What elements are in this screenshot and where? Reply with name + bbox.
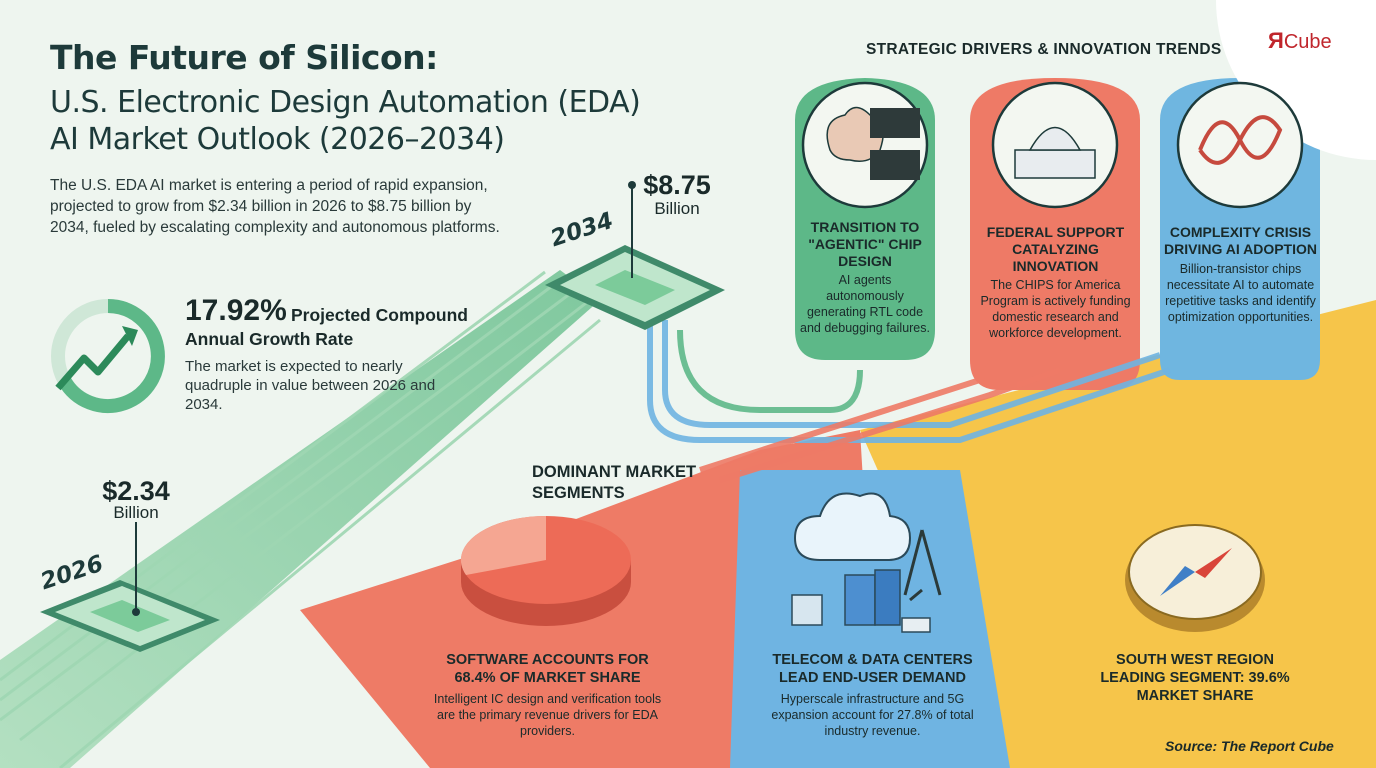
start-unit: Billion: [113, 503, 159, 522]
end-value: $8.75: [643, 170, 711, 200]
cagr-value: 17.92%: [185, 294, 287, 327]
cagr-description: The market is expected to nearly quadrup…: [185, 358, 436, 413]
segment-3-title: SOUTH WEST REGION LEADING SEGMENT: 39.6%…: [1100, 652, 1290, 704]
page-subtitle: U.S. Electronic Design Automation (EDA) …: [50, 85, 641, 157]
cagr-ring: [57, 299, 165, 413]
driver-3-description: Billion-transistor chips necessitate AI …: [1165, 262, 1316, 324]
chip-2026-icon: [40, 522, 220, 652]
growth-arrow-icon: [55, 333, 131, 391]
cagr-label-b: Annual Growth Rate: [185, 329, 354, 349]
driver-2-description: The CHIPS for America Program is activel…: [980, 278, 1131, 340]
brand-logo: ЯCube: [1268, 28, 1332, 53]
segment-2-description: Hyperscale infrastructure and 5G expansi…: [771, 692, 974, 738]
start-value: $2.34: [102, 476, 170, 506]
chip-2034-icon: [545, 181, 725, 330]
cloud-server-tower-icon: [791, 492, 942, 633]
segment-1-title: SOFTWARE ACCOUNTS FOR 68.4% OF MARKET SH…: [446, 652, 649, 686]
driver-3-title: COMPLEXITY CRISIS DRIVING AI ADOPTION: [1164, 224, 1317, 257]
cagr-label-a: Projected Compound: [291, 305, 468, 325]
driver-2-title: FEDERAL SUPPORT CATALYZING INNOVATION: [986, 224, 1125, 274]
tangled-puzzle-icon: [1176, 81, 1304, 209]
segments-header: DOMINANT MARKET SEGMENTS: [532, 463, 697, 502]
segment-2-title: TELECOM & DATA CENTERS LEAD END-USER DEM…: [772, 652, 973, 686]
segment-1-description: Intelligent IC design and verification t…: [433, 692, 662, 738]
compass-icon: [1125, 524, 1265, 632]
driver-1-description: AI agents autonomously generating RTL co…: [800, 273, 930, 335]
drivers-header: STRATEGIC DRIVERS & INNOVATION TRENDS: [866, 41, 1222, 58]
intro-text: The U.S. EDA AI market is entering a per…: [50, 177, 500, 236]
driver-1-title: TRANSITION TO "AGENTIC" CHIP DESIGN: [808, 219, 922, 269]
pie-chart-icon: [460, 515, 631, 626]
source-note: Source: The Report Cube: [1165, 738, 1334, 754]
end-unit: Billion: [654, 199, 700, 218]
page-title: The Future of Silicon:: [50, 38, 438, 77]
